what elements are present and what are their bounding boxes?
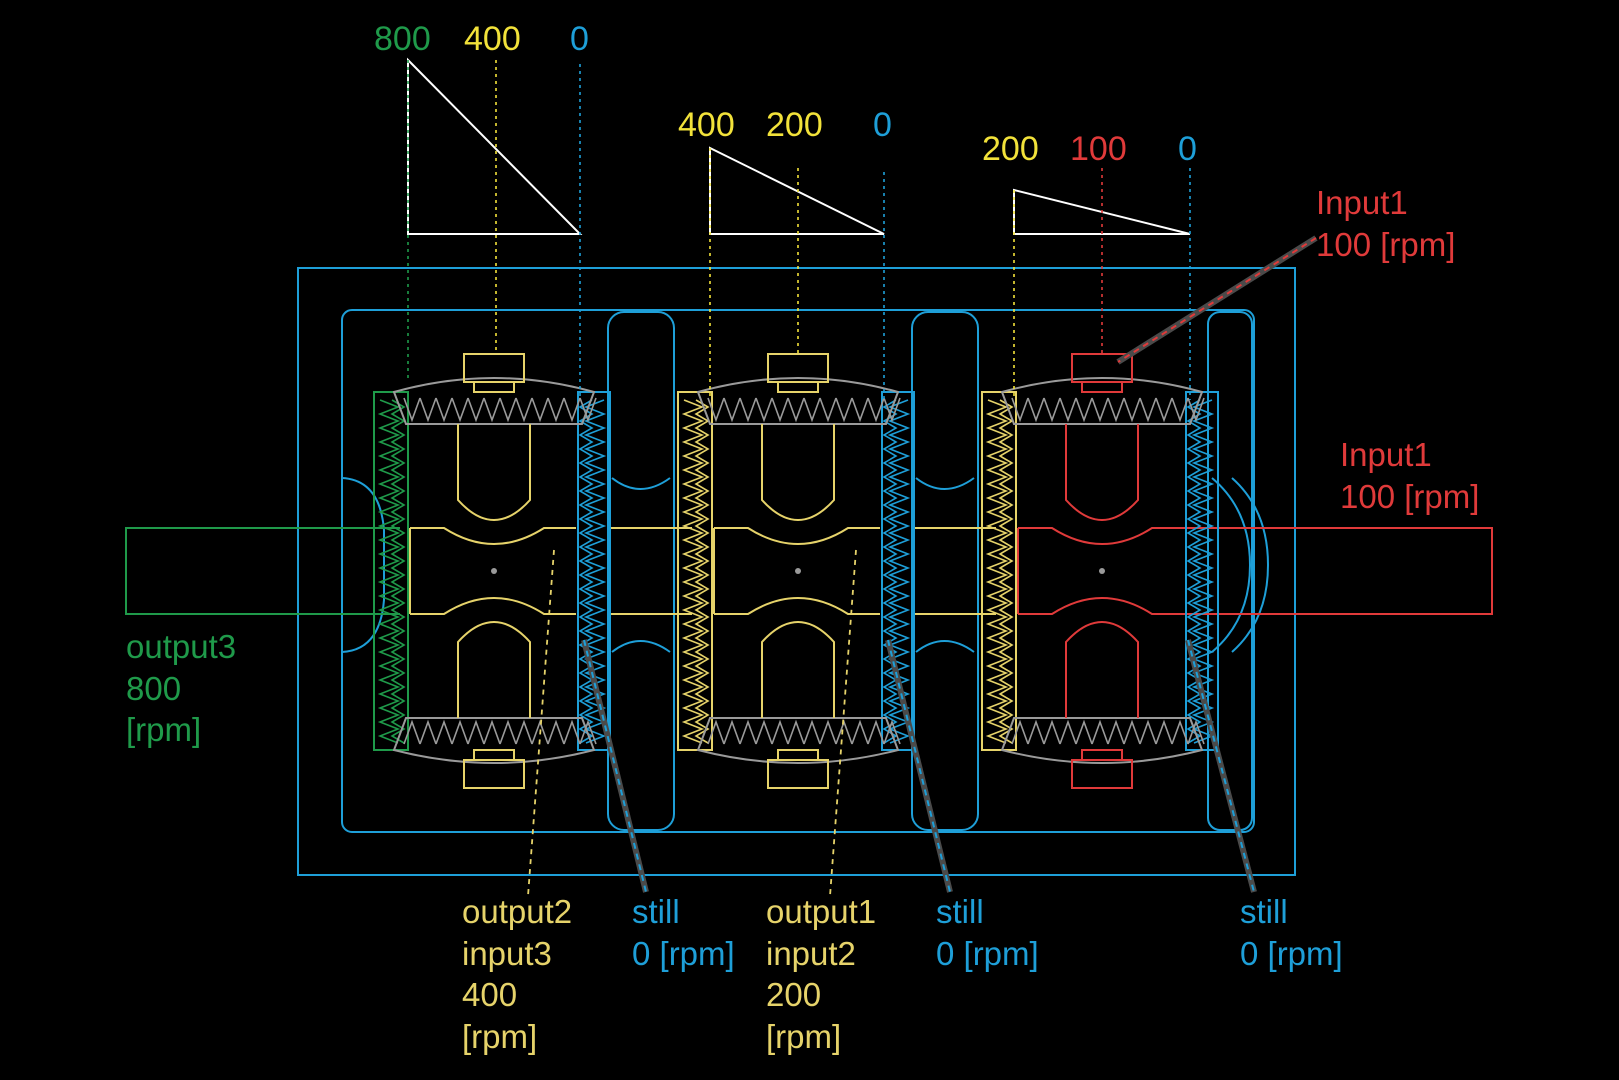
svg-text:Input1: Input1	[1340, 436, 1432, 473]
svg-text:[rpm]: [rpm]	[462, 1018, 537, 1055]
differential-units	[373, 353, 1219, 789]
differential-stage1	[981, 353, 1219, 789]
svg-text:800: 800	[126, 670, 181, 707]
svg-text:400: 400	[462, 976, 517, 1013]
reference-lines	[407, 60, 1191, 400]
leader-still-3	[1185, 639, 1257, 893]
input1-side-label: Input1 100 [rpm]	[1340, 436, 1479, 515]
speed-stage3-outer: 800	[374, 20, 431, 58]
svg-text:still: still	[936, 893, 984, 930]
input1-top-label: Input1 100 [rpm]	[1316, 184, 1455, 263]
differential-stage2	[677, 353, 915, 789]
svg-text:still: still	[1240, 893, 1288, 930]
leader-lines	[527, 235, 1318, 897]
svg-text:output1: output1	[766, 893, 876, 930]
output1-label: output1 input2 200 [rpm]	[766, 893, 876, 1055]
svg-text:output3: output3	[126, 628, 236, 665]
svg-text:[rpm]: [rpm]	[126, 711, 201, 748]
output2-label: output2 input3 400 [rpm]	[462, 893, 572, 1055]
still-1-label: still 0 [rpm]	[632, 893, 735, 972]
speed-numbers: 800 400 0 400 200 0 200 100 0	[374, 20, 1197, 168]
leader-output2	[527, 549, 555, 897]
speed-stage1-still: 0	[1178, 130, 1197, 168]
svg-text:output2: output2	[462, 893, 572, 930]
svg-text:input2: input2	[766, 935, 856, 972]
speed-stage1-mid: 100	[1070, 130, 1127, 168]
speed-stage1-outer: 200	[982, 130, 1039, 168]
svg-text:100 [rpm]: 100 [rpm]	[1340, 478, 1479, 515]
svg-text:100 [rpm]: 100 [rpm]	[1316, 226, 1455, 263]
svg-text:Input1: Input1	[1316, 184, 1408, 221]
speed-stage2-mid: 200	[766, 106, 823, 144]
svg-text:0 [rpm]: 0 [rpm]	[1240, 935, 1343, 972]
input1-shaft	[1184, 527, 1493, 615]
output3-shaft	[125, 527, 400, 615]
speed-stage2-outer: 400	[678, 106, 735, 144]
speed-stage2-still: 0	[873, 106, 892, 144]
speed-stage3-mid: 400	[464, 20, 521, 58]
svg-text:0 [rpm]: 0 [rpm]	[936, 935, 1039, 972]
leader-still-1	[581, 639, 649, 893]
svg-text:200: 200	[766, 976, 821, 1013]
leader-still-2	[885, 639, 953, 893]
svg-text:[rpm]: [rpm]	[766, 1018, 841, 1055]
svg-text:input3: input3	[462, 935, 552, 972]
speed-stage3-still: 0	[570, 20, 589, 58]
svg-text:still: still	[632, 893, 680, 930]
still-3-label: still 0 [rpm]	[1240, 893, 1343, 972]
output3-label: output3 800 [rpm]	[126, 628, 236, 748]
svg-text:0 [rpm]: 0 [rpm]	[632, 935, 735, 972]
leader-output1	[829, 549, 857, 897]
still-2-label: still 0 [rpm]	[936, 893, 1039, 972]
differential-stage3	[373, 353, 611, 789]
